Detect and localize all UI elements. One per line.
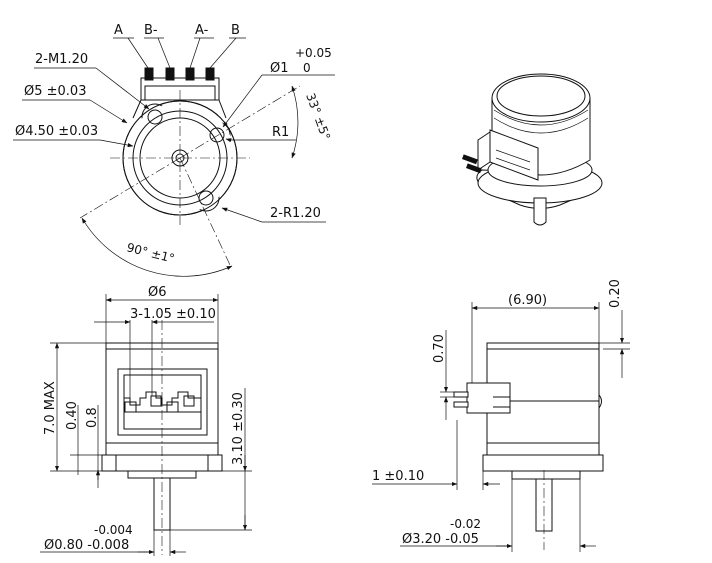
- pin-b-label: B: [231, 23, 240, 38]
- top-view: A B- A- B: [13, 23, 335, 277]
- hole-tol-upper: +0.05: [295, 46, 332, 60]
- r120-callout: 2-R1.20: [270, 206, 321, 221]
- d1-callout: 1 ±0.10: [372, 469, 424, 484]
- angle33-callout: 33° ±5°: [303, 91, 333, 142]
- hole-dia-callout: Ø1: [270, 61, 289, 76]
- pin-b-minus-label: B-: [144, 23, 158, 38]
- dia450-callout: Ø4.50 ±0.03: [15, 124, 98, 139]
- r1-callout: R1: [272, 125, 289, 140]
- d070-callout: 0.70: [432, 334, 447, 363]
- d310-callout: 3.10 ±0.30: [231, 392, 246, 465]
- width-callout: (6.90): [508, 293, 547, 308]
- dia6-callout: Ø6: [148, 285, 167, 300]
- pin-a-label: A: [114, 23, 123, 38]
- height-callout: 7.0 MAX: [43, 381, 58, 435]
- d020-callout: 0.20: [608, 279, 623, 308]
- front-view: Ø6 3-1.05 ±0.10 7.0 MAX 0.40 0.8 3.10 ±0…: [40, 285, 252, 556]
- side-shaft-callout: Ø3.20 -0.05: [402, 532, 479, 547]
- shaft-tol-upper: -0.004: [94, 523, 133, 537]
- pin-leaders: [113, 37, 246, 69]
- d08-callout: 0.8: [85, 407, 100, 428]
- dia5-callout: Ø5 ±0.03: [24, 84, 86, 99]
- pitch-callout: 3-1.05 ±0.10: [130, 307, 216, 322]
- d040-callout: 0.40: [65, 401, 80, 430]
- side-shaft-tol-upper: -0.02: [450, 517, 481, 531]
- pin-a-minus-label: A-: [195, 23, 209, 38]
- isometric-view: [461, 73, 603, 226]
- side-view: (6.90) 0.20 0.70 1 ±0.10 -0.02 Ø3.20 -0.…: [372, 279, 630, 552]
- hole-tol-lower: 0: [303, 61, 311, 75]
- shaft-callout: Ø0.80 -0.008: [44, 538, 129, 553]
- thread-callout: 2-M1.20: [35, 52, 88, 67]
- angle90-callout: 90° ±1°: [125, 240, 176, 265]
